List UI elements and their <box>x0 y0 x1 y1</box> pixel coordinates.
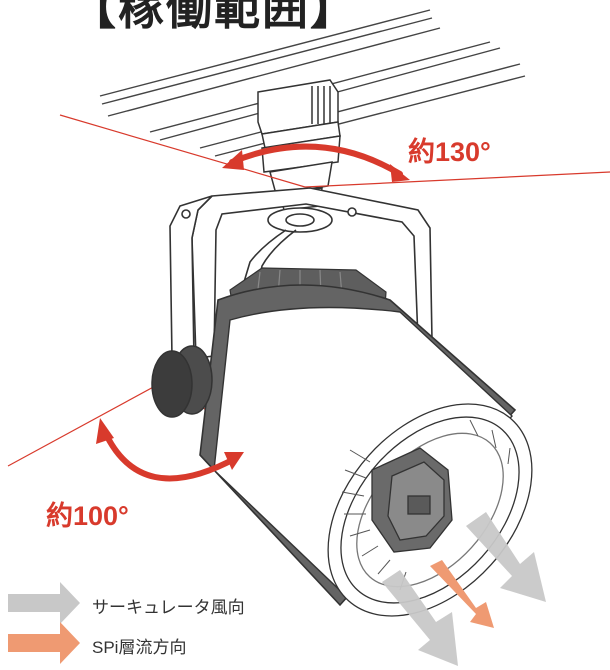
vertical-angle-label: 約100° <box>46 501 129 531</box>
front-grille <box>327 403 533 617</box>
vertical-rotation-arrow <box>96 418 244 482</box>
horizontal-rotation-arrow <box>222 143 410 182</box>
horizontal-angle-label: 約130° <box>408 137 491 167</box>
light-body <box>199 284 517 607</box>
legend-item-spi: SPi層流方向 <box>92 638 187 657</box>
page-title: 【稼働範囲】 <box>70 0 358 34</box>
legend-item-circulator: サーキュレータ風向 <box>92 598 245 617</box>
orange-arrow-icon <box>8 622 80 664</box>
airflow-arrows <box>382 512 546 666</box>
gray-arrow-icon <box>8 582 80 624</box>
tilt-knob <box>151 345 213 418</box>
